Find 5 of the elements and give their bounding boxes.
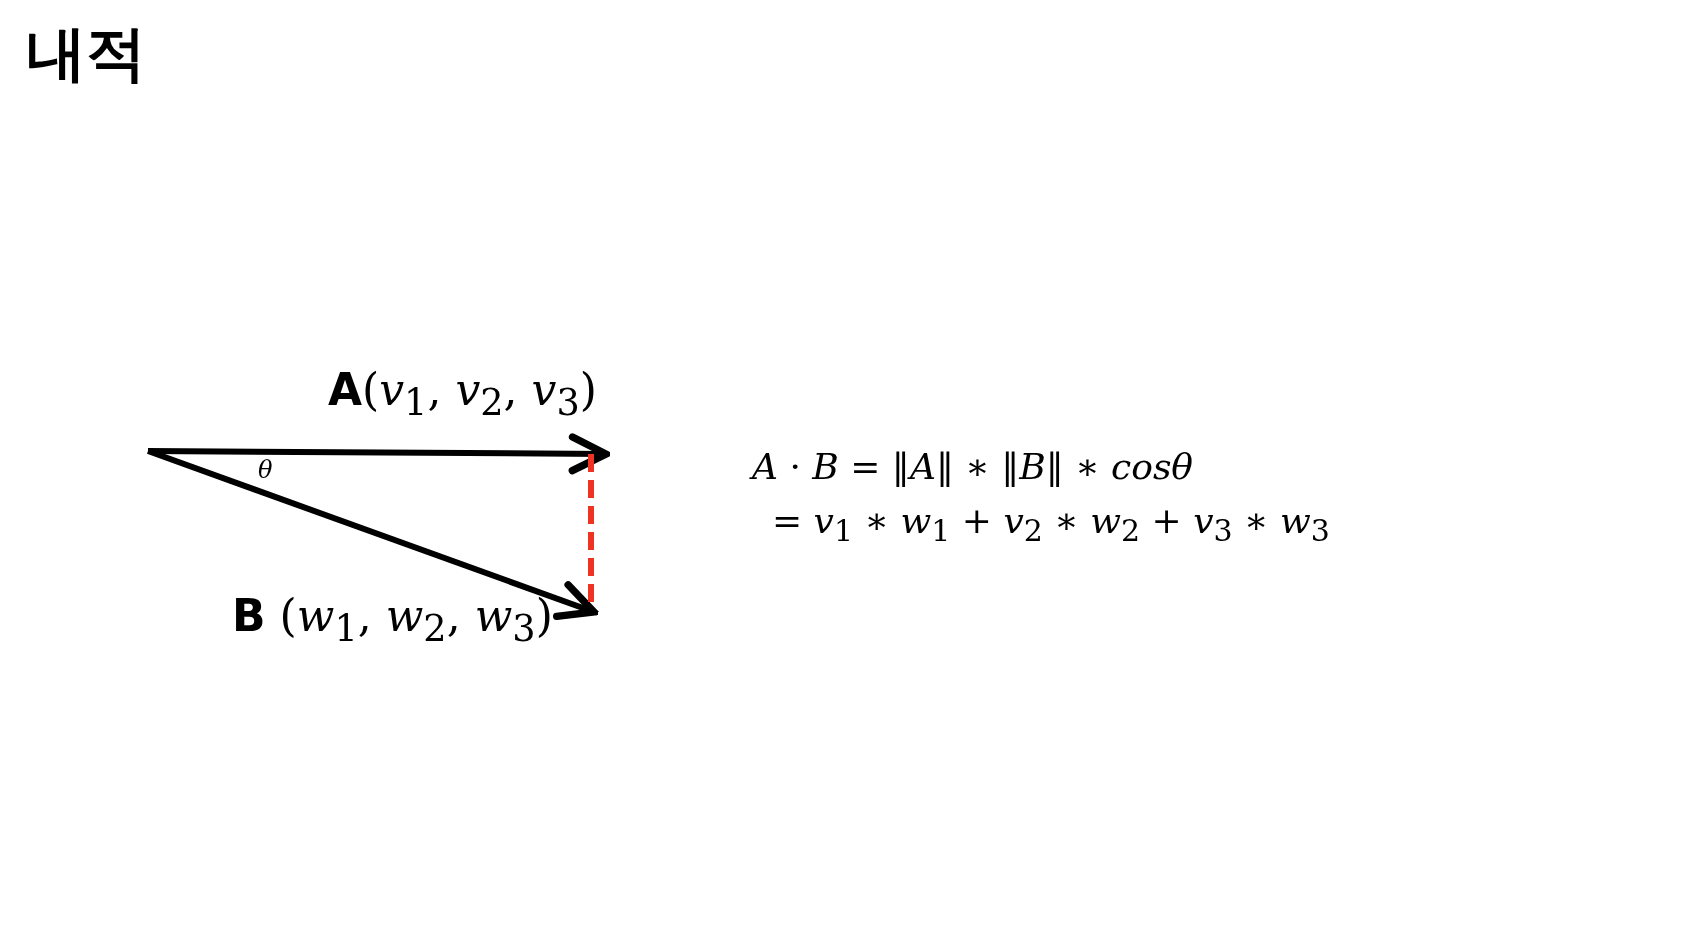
formula: = v$_{1}$ ∗ w$_{1}$ + v$_{2}$ ∗ w$_{2}$ + v$_{3}$ ∗ w$_{3}$ <box>772 500 1330 549</box>
angle-label: θ <box>258 456 273 484</box>
title: 내적 <box>26 17 146 90</box>
vector-label: A(v$_{1}$, v$_{2}$, v$_{3}$) <box>328 364 597 424</box>
vector-label: B (w$_{1}$, w$_{2}$, w$_{3}$) <box>232 590 553 650</box>
